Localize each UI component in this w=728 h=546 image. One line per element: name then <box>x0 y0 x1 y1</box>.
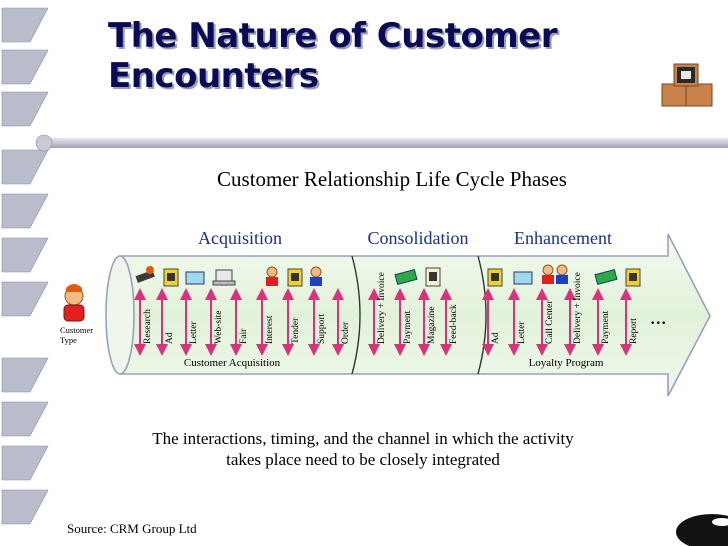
money-payment-icon <box>394 268 418 286</box>
touchpoint-label: Letter <box>189 320 199 344</box>
touchpoint-label: Ad <box>165 332 175 344</box>
tender-card-icon <box>287 268 303 287</box>
slide-title-line1: The Nature of Customer <box>108 16 558 56</box>
touchpoint-label: Call Center <box>545 300 555 344</box>
touchpoint-label: Delivery + Invoice <box>573 272 583 344</box>
puzzle-cube-logo-icon <box>661 63 713 107</box>
touchpoint-label: Research <box>143 309 153 344</box>
touchpoint-label: Report <box>629 318 639 344</box>
touchpoint-label: Web-site <box>214 310 224 344</box>
touchpoint-label: Payment <box>601 310 611 344</box>
touchpoint-label: Support <box>317 314 327 344</box>
call-center-people-icon <box>542 264 568 284</box>
report-card-icon <box>625 268 641 287</box>
slide-title: The Nature of Customer Encounters <box>108 16 628 96</box>
slide-caption: The interactions, timing, and the channe… <box>78 428 648 470</box>
caption-line1: The interactions, timing, and the channe… <box>152 429 574 448</box>
ad-card-icon <box>163 268 179 287</box>
diagram-heading: Customer Relationship Life Cycle Phases <box>217 167 567 191</box>
telescope-research-icon <box>135 266 155 283</box>
touchpoint-label: Interest <box>265 315 275 344</box>
customer-type-label-line1: Customer <box>60 325 93 335</box>
touchpoint-label: Feed-back <box>449 304 459 344</box>
touchpoint-label: Letter <box>517 320 527 344</box>
phase-label-enhancement: Enhancement <box>514 228 612 248</box>
corner-decoration-icon <box>676 514 728 546</box>
touchpoint-label: Magazine <box>427 307 437 344</box>
source-citation: Source: CRM Group Ltd <box>67 521 197 536</box>
slide-title-line2: Encounters <box>108 56 319 96</box>
computer-icon <box>212 269 236 286</box>
touchpoint-label: Delivery + Invoice <box>377 272 387 344</box>
money-payment-icon-2 <box>594 268 618 286</box>
touchpoint-label: Fair <box>239 328 249 344</box>
caption-line2: takes place need to be closely integrate… <box>226 450 500 469</box>
touchpoint-label: Ad <box>491 332 501 344</box>
customer-acquisition-label: Customer Acquisition <box>184 357 281 369</box>
touchpoint-icons-row <box>135 264 641 287</box>
decorative-chevron-border <box>0 0 52 546</box>
customer-type-label-line2: Type <box>60 335 77 345</box>
support-person-icon <box>310 266 322 286</box>
title-divider <box>35 134 728 152</box>
magazine-icon <box>425 267 441 287</box>
phase-label-consolidation: Consolidation <box>367 228 468 248</box>
touchpoint-label: Payment <box>403 310 413 344</box>
touchpoint-label: Tender <box>291 317 301 344</box>
loyalty-program-label: Loyalty Program <box>529 357 604 369</box>
letter-envelope-icon <box>185 271 205 285</box>
letter-envelope-icon-2 <box>513 271 533 285</box>
phase-label-acquisition: Acquisition <box>198 228 282 248</box>
person-interest-icon <box>266 266 278 286</box>
touchpoint-label: Order <box>341 321 351 344</box>
continuation-ellipsis: ... <box>650 304 667 329</box>
ad-card-icon-2 <box>487 268 503 287</box>
customer-person-icon <box>63 284 85 322</box>
